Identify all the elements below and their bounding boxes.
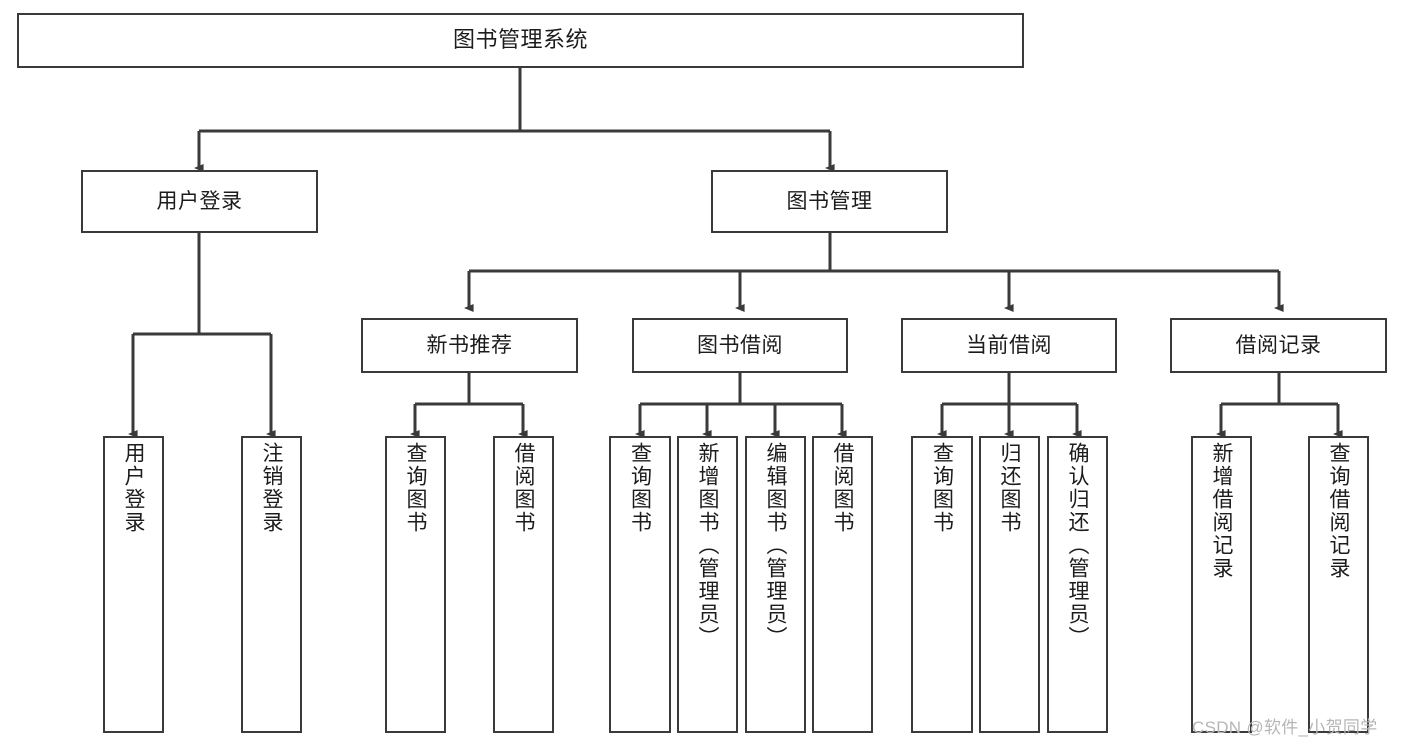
node-new-book-recommend[interactable]: 新书推荐 bbox=[361, 318, 578, 373]
node-current-borrow[interactable]: 当前借阅 bbox=[901, 318, 1117, 373]
node-leaf-query-book-borrow[interactable]: 查询图书 bbox=[609, 436, 671, 733]
node-label: 归还图书 bbox=[998, 442, 1021, 534]
node-leaf-edit-book[interactable]: 编辑图书（管理员） bbox=[745, 436, 806, 733]
node-leaf-add-book[interactable]: 新增图书（管理员） bbox=[677, 436, 738, 733]
node-leaf-confirm-return[interactable]: 确认归还（管理员） bbox=[1047, 436, 1108, 733]
node-label: 确认归还（管理员） bbox=[1066, 442, 1089, 649]
node-label: 编辑图书（管理员） bbox=[764, 442, 787, 649]
node-leaf-query-borrow-record[interactable]: 查询借阅记录 bbox=[1308, 436, 1369, 733]
node-leaf-logout[interactable]: 注销登录 bbox=[241, 436, 302, 733]
csdn-watermark: CSDN @软件_小贺同学 bbox=[1192, 718, 1378, 737]
node-label: 查询借阅记录 bbox=[1327, 442, 1350, 580]
node-leaf-return-book[interactable]: 归还图书 bbox=[979, 436, 1040, 733]
node-leaf-user-login[interactable]: 用户登录 bbox=[103, 436, 164, 733]
node-label: 新增图书（管理员） bbox=[696, 442, 719, 649]
node-label: 借阅图书 bbox=[512, 442, 535, 534]
node-label: 注销登录 bbox=[260, 442, 283, 534]
node-label: 图书管理系统 bbox=[452, 27, 588, 53]
node-label: 借阅图书 bbox=[831, 442, 854, 534]
node-label: 查询图书 bbox=[404, 442, 427, 534]
node-label: 新增借阅记录 bbox=[1210, 442, 1233, 580]
node-book-management[interactable]: 图书管理 bbox=[711, 170, 948, 233]
node-leaf-add-borrow-record[interactable]: 新增借阅记录 bbox=[1191, 436, 1252, 733]
node-label: 图书管理 bbox=[786, 189, 873, 213]
node-label: 新书推荐 bbox=[426, 333, 513, 357]
node-leaf-query-book-recommend[interactable]: 查询图书 bbox=[385, 436, 446, 733]
node-label: 图书借阅 bbox=[697, 333, 783, 357]
node-leaf-query-book-current[interactable]: 查询图书 bbox=[911, 436, 973, 733]
node-label: 查询图书 bbox=[628, 442, 652, 534]
node-label: 当前借阅 bbox=[966, 333, 1052, 357]
node-user-login[interactable]: 用户登录 bbox=[81, 170, 318, 233]
node-label: 借阅记录 bbox=[1235, 333, 1322, 357]
node-root-system[interactable]: 图书管理系统 bbox=[17, 13, 1024, 68]
node-book-borrow[interactable]: 图书借阅 bbox=[632, 318, 848, 373]
node-leaf-borrow-book-recommend[interactable]: 借阅图书 bbox=[493, 436, 554, 733]
node-label: 查询图书 bbox=[930, 442, 954, 534]
node-leaf-borrow-book[interactable]: 借阅图书 bbox=[812, 436, 873, 733]
node-label: 用户登录 bbox=[122, 442, 145, 534]
node-label: 用户登录 bbox=[156, 189, 243, 213]
node-borrow-record[interactable]: 借阅记录 bbox=[1170, 318, 1387, 373]
